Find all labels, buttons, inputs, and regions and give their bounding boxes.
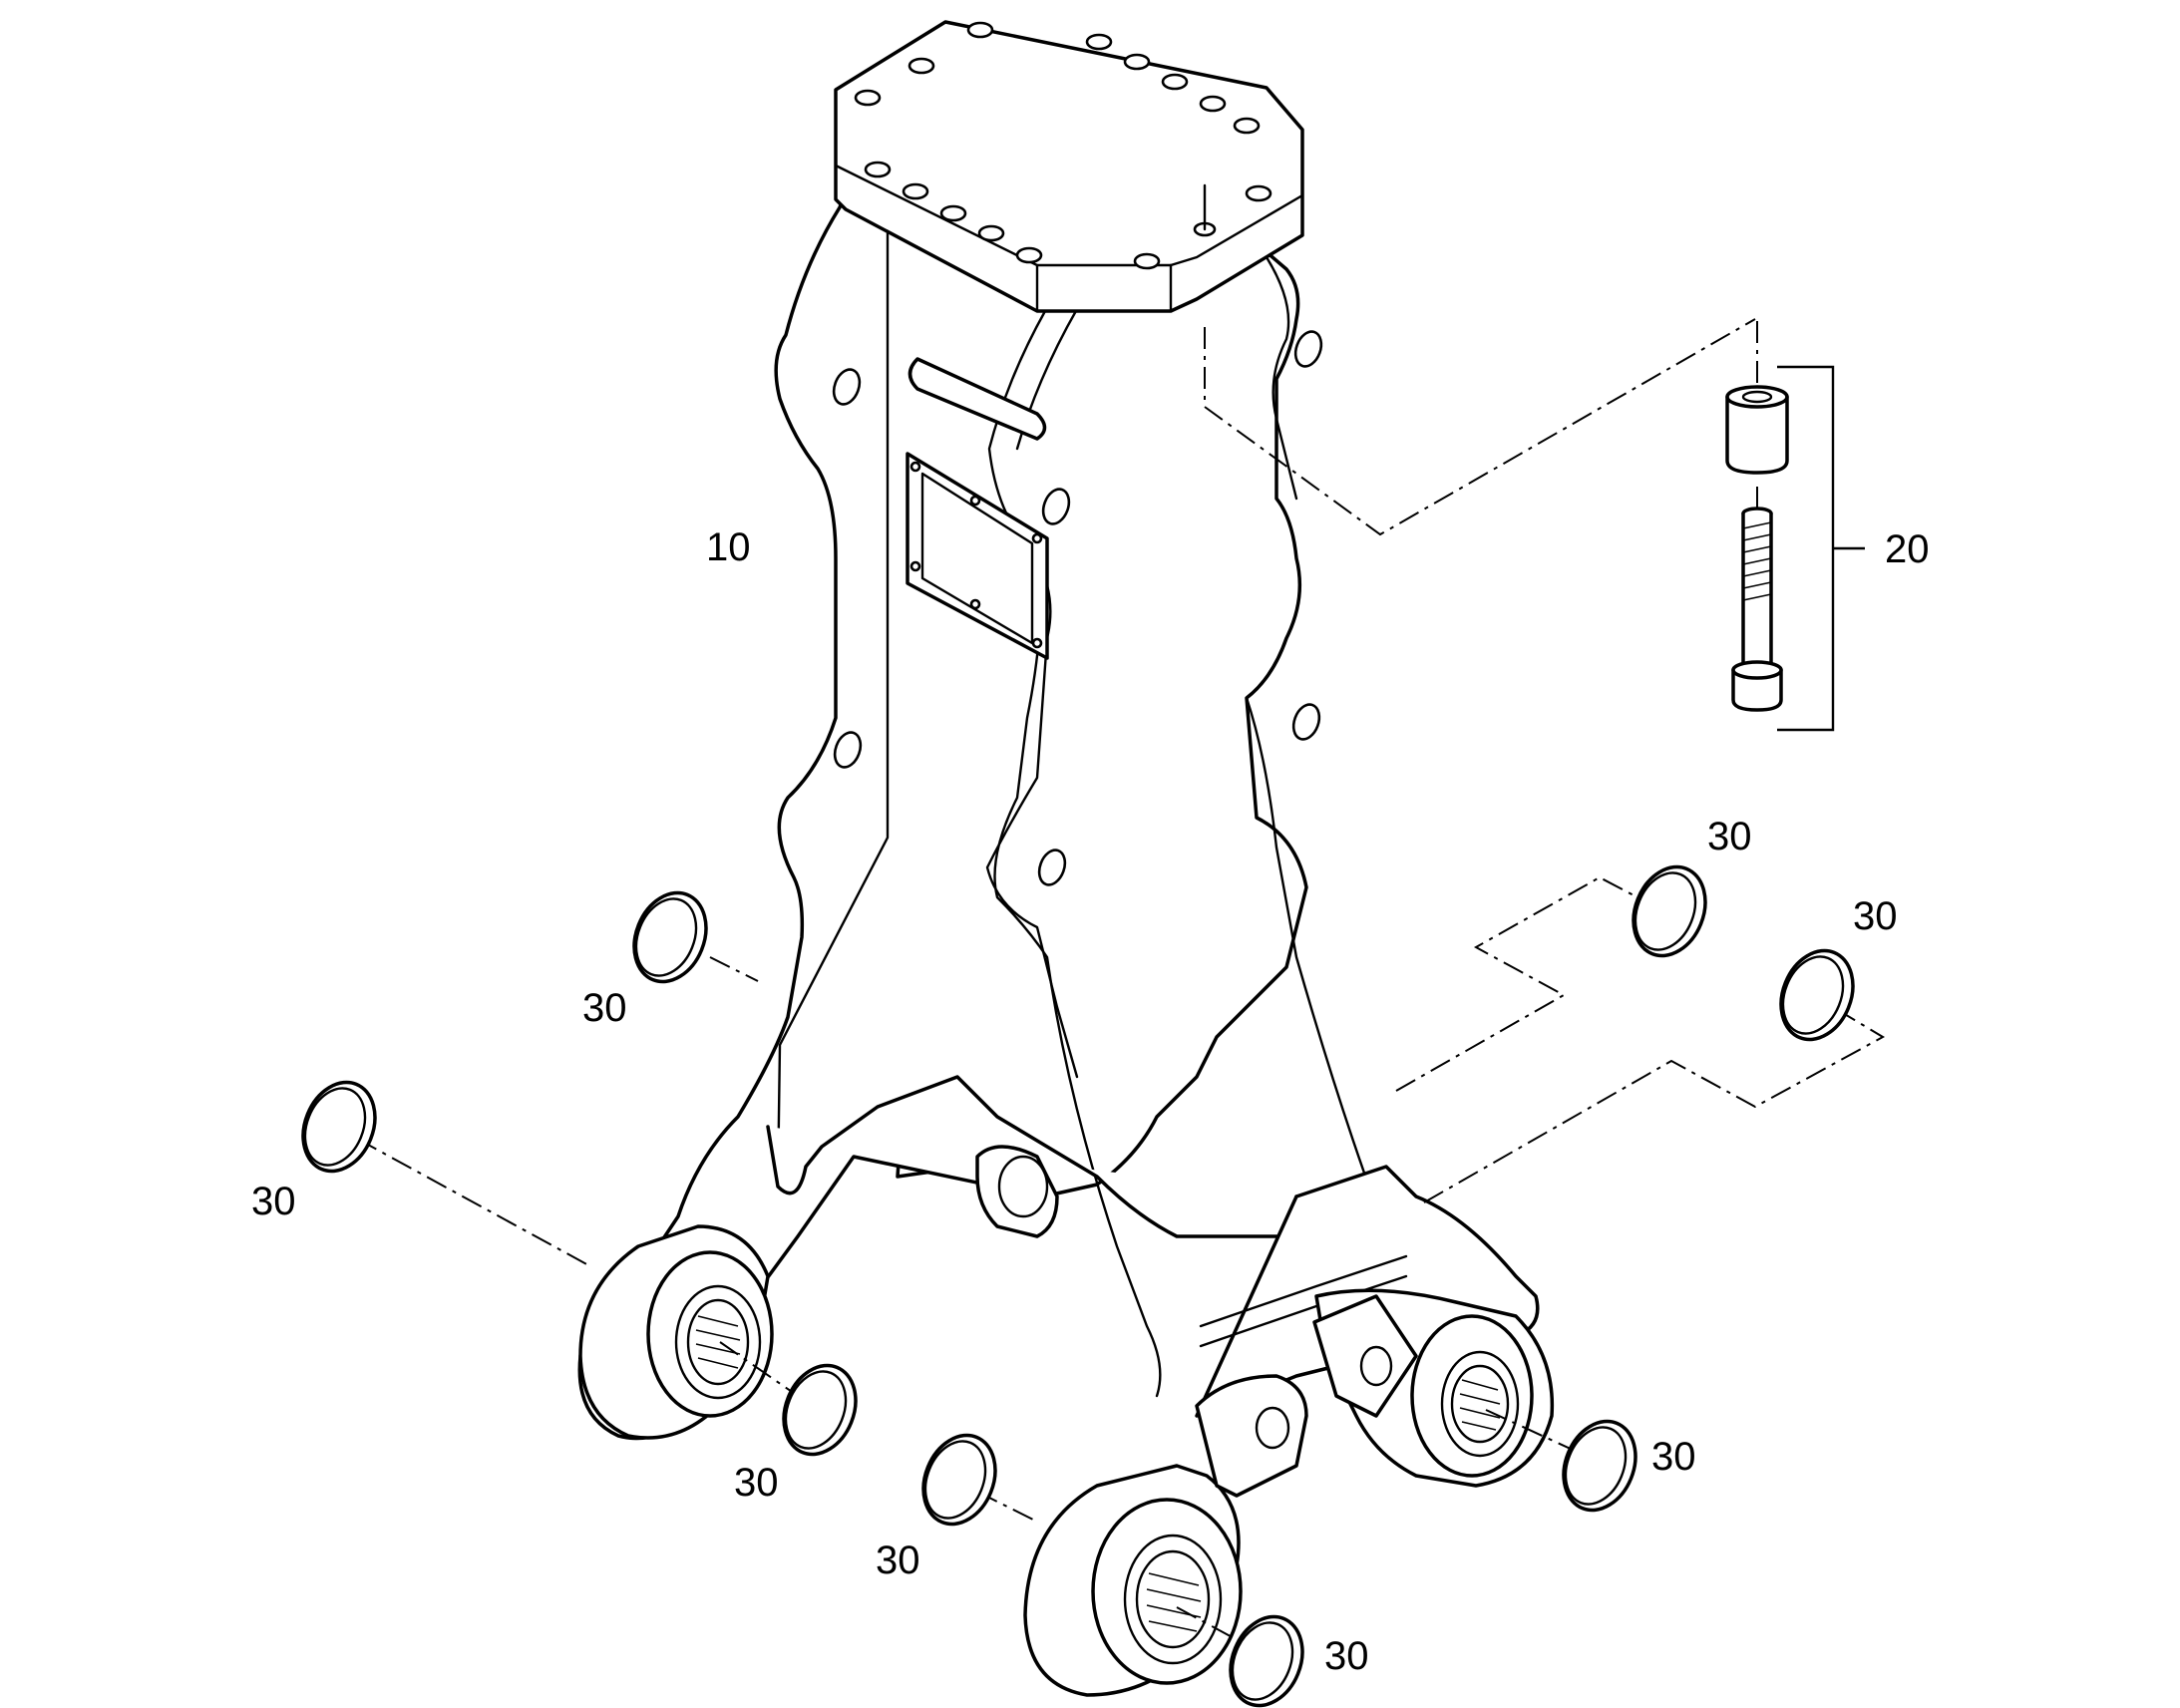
callout-frame: 10 — [706, 525, 751, 569]
callout-bolt-kit: 20 — [1885, 527, 1930, 571]
callout-ring-8: 30 — [1853, 894, 1898, 938]
o-ring-4 — [921, 1433, 997, 1527]
callout-ring-2: 30 — [251, 1180, 296, 1223]
bearing-rear-right — [1312, 1288, 1555, 1488]
o-ring-1 — [632, 890, 708, 984]
o-ring-5 — [1229, 1614, 1304, 1708]
callout-ring-5: 30 — [1324, 1634, 1369, 1678]
bearing-rear-left — [975, 1145, 1059, 1238]
callout-ring-1: 30 — [582, 986, 627, 1030]
bearing-front-left — [578, 1224, 774, 1440]
o-ring-3 — [782, 1363, 858, 1457]
o-ring-7 — [1632, 864, 1707, 958]
bearing-front-right — [1023, 1374, 1308, 1697]
callout-ring-6: 30 — [1651, 1435, 1696, 1479]
o-ring-8 — [1779, 948, 1855, 1042]
bolt-kit — [1725, 365, 1865, 732]
plate-bolt-holes — [854, 21, 1272, 270]
callout-ring-7: 30 — [1707, 815, 1752, 858]
callout-labels: 10 20 30 30 30 30 30 30 30 30 — [251, 525, 1930, 1678]
top-mounting-plate — [834, 20, 1304, 313]
o-ring-2 — [301, 1080, 377, 1174]
callout-ring-4: 30 — [876, 1538, 920, 1582]
callout-ring-3: 30 — [734, 1461, 779, 1505]
o-ring-6 — [1562, 1419, 1637, 1513]
o-rings — [301, 864, 1855, 1708]
